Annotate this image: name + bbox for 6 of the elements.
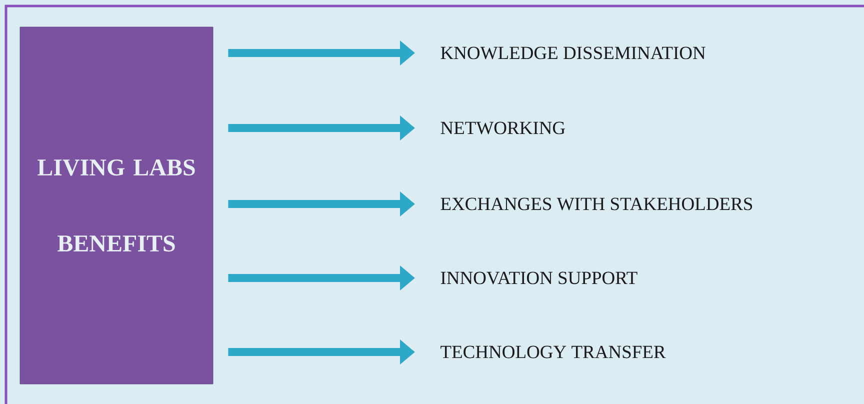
title-box: LIVING LABS BENEFITS (20, 26, 214, 384)
benefit-text: NETWORKING (440, 122, 565, 134)
benefit-text: INNOVATION SUPPORT (440, 272, 638, 284)
benefit-text: EXCHANGES WITH STAKEHOLDERS (440, 198, 752, 210)
benefit-text: KNOWLEDGE DISSEMINATION (440, 46, 706, 60)
benefit-text: TECHNOLOGY TRANSFER (440, 346, 666, 358)
